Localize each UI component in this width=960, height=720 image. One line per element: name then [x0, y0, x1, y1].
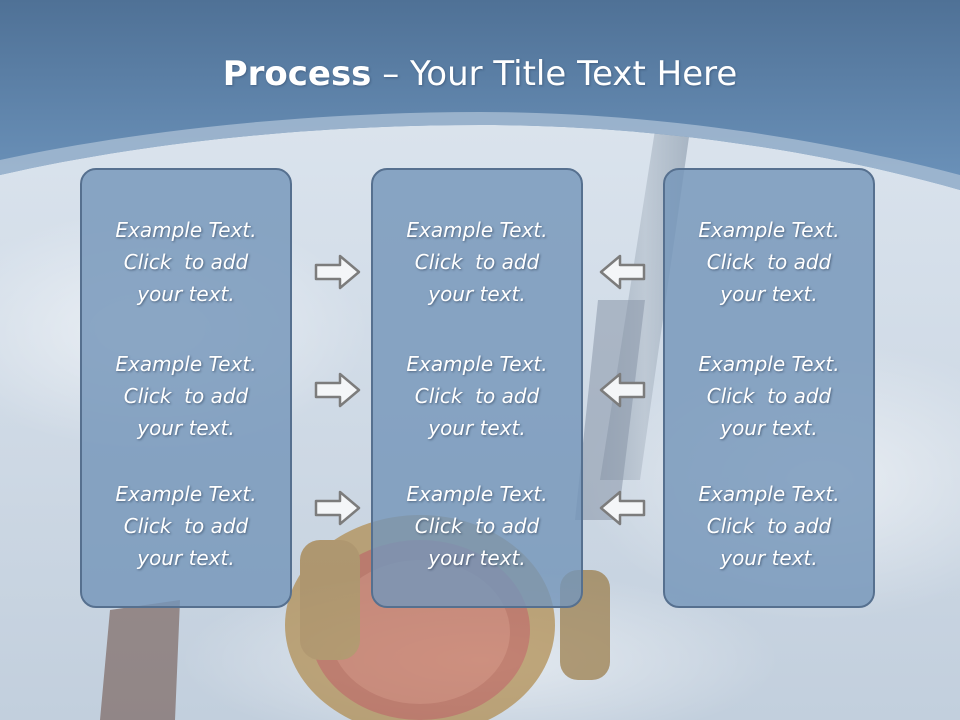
text-line: Click to add	[414, 514, 540, 538]
text-line: Example Text.	[115, 218, 257, 242]
process-panel-middle[interactable]: Example Text. Click to add your text. Ex…	[371, 168, 583, 608]
right-arrow-icon[interactable]	[314, 254, 362, 290]
left-arrow-icon[interactable]	[598, 372, 646, 408]
text-line: Example Text.	[698, 482, 840, 506]
text-block[interactable]: Example Text. Click to add your text.	[82, 478, 290, 574]
text-line: your text.	[137, 282, 235, 306]
text-line: Click to add	[706, 514, 832, 538]
text-line: Click to add	[123, 514, 249, 538]
text-line: your text.	[137, 546, 235, 570]
text-line: Example Text.	[406, 482, 548, 506]
title-bold-word: Process	[222, 54, 372, 94]
text-line: Example Text.	[115, 482, 257, 506]
text-line: your text.	[137, 416, 235, 440]
text-block[interactable]: Example Text. Click to add your text.	[373, 214, 581, 310]
text-line: your text.	[428, 546, 526, 570]
text-line: Example Text.	[406, 352, 548, 376]
process-panel-left[interactable]: Example Text. Click to add your text. Ex…	[80, 168, 292, 608]
slide-title[interactable]: Process – Your Title Text Here	[0, 52, 960, 96]
title-text: – Your Title Text Here	[371, 54, 738, 94]
text-block[interactable]: Example Text. Click to add your text.	[373, 348, 581, 444]
left-arrow-icon[interactable]	[598, 490, 646, 526]
left-arrow-icon[interactable]	[598, 254, 646, 290]
text-line: Example Text.	[698, 352, 840, 376]
text-block[interactable]: Example Text. Click to add your text.	[82, 214, 290, 310]
text-line: your text.	[720, 416, 818, 440]
text-line: Example Text.	[115, 352, 257, 376]
text-line: Click to add	[706, 384, 832, 408]
text-block[interactable]: Example Text. Click to add your text.	[82, 348, 290, 444]
text-block[interactable]: Example Text. Click to add your text.	[665, 348, 873, 444]
text-line: your text.	[720, 546, 818, 570]
text-block[interactable]: Example Text. Click to add your text.	[665, 214, 873, 310]
text-line: your text.	[720, 282, 818, 306]
text-line: Example Text.	[698, 218, 840, 242]
process-panel-right[interactable]: Example Text. Click to add your text. Ex…	[663, 168, 875, 608]
text-line: your text.	[428, 416, 526, 440]
text-line: Click to add	[706, 250, 832, 274]
right-arrow-icon[interactable]	[314, 490, 362, 526]
text-line: Click to add	[123, 384, 249, 408]
text-line: Click to add	[123, 250, 249, 274]
text-line: your text.	[428, 282, 526, 306]
text-block[interactable]: Example Text. Click to add your text.	[665, 478, 873, 574]
text-block[interactable]: Example Text. Click to add your text.	[373, 478, 581, 574]
text-line: Click to add	[414, 384, 540, 408]
right-arrow-icon[interactable]	[314, 372, 362, 408]
text-line: Click to add	[414, 250, 540, 274]
text-line: Example Text.	[406, 218, 548, 242]
